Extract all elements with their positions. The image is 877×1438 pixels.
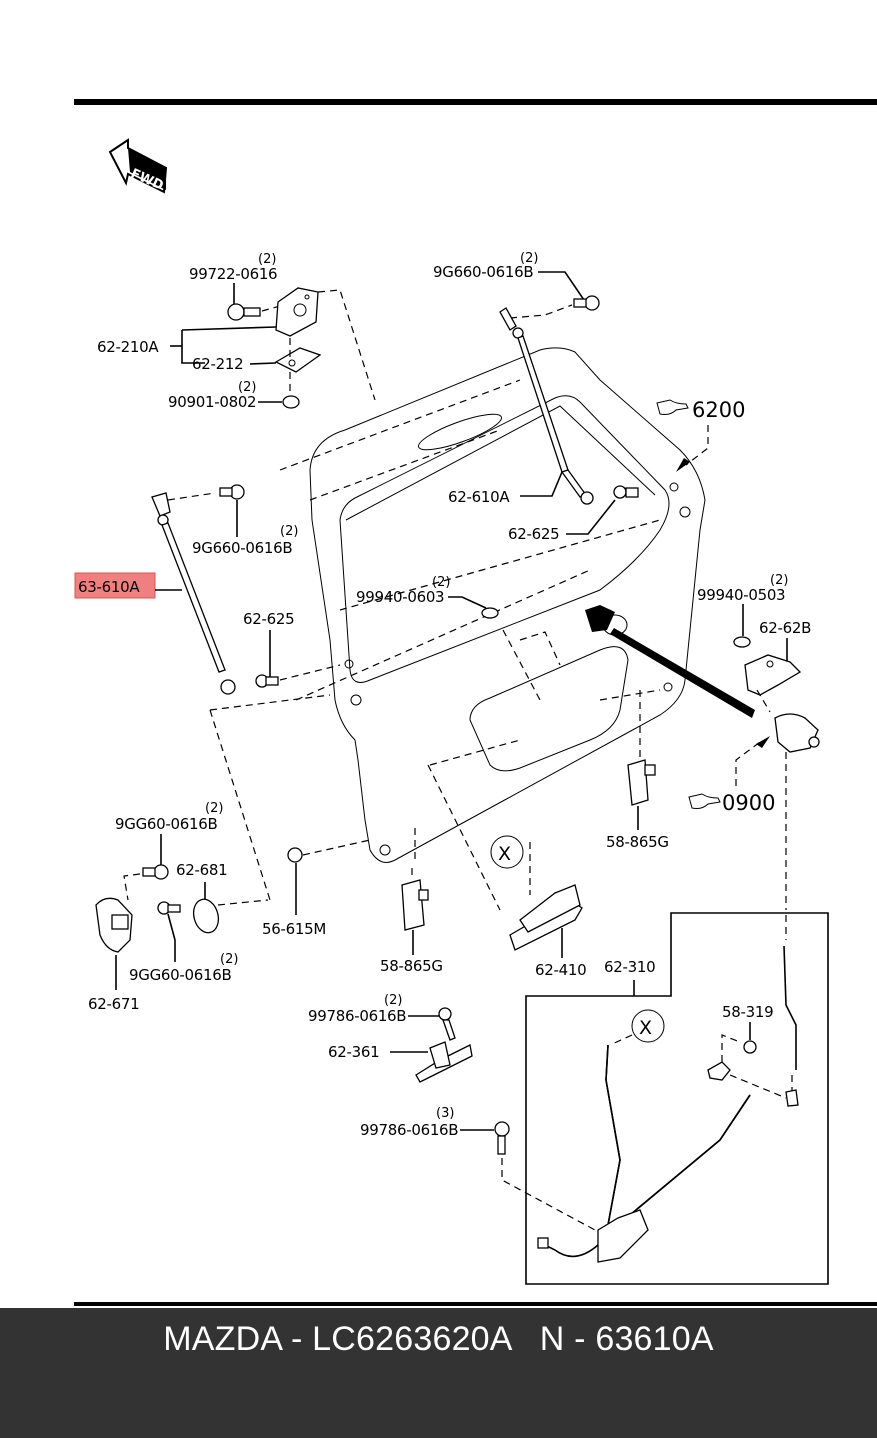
section-ref-6200[interactable]: 6200 — [656, 398, 745, 472]
label-99786-0616B-bottom: 99786-0616B — [360, 1121, 458, 1139]
section-ref-0900[interactable]: 0900 — [688, 791, 775, 815]
parts-diagram: FWD 6200 — [74, 99, 877, 1306]
inset-62-310: X 58-319 — [525, 912, 829, 1285]
gap — [511, 1320, 540, 1358]
lower-left-group: (2) 9GG60-0616B 62-681 (2) 9GG60-0616B 6… — [88, 801, 371, 1013]
pointing-hand-icon — [688, 793, 721, 809]
label-62-212: 62-212 — [192, 355, 243, 373]
label-62-210A: 62-210A — [97, 338, 159, 356]
label-99940-0603: 99940-0603 — [356, 588, 444, 606]
label-99786-0616B-top: 99786-0616B — [308, 1007, 406, 1025]
section-ref-6200-label: 6200 — [692, 398, 745, 422]
label-99722-0616: 99722-0616 — [189, 265, 277, 283]
label-58-865G-right: 58-865G — [606, 833, 669, 851]
connector-mark-x1: X — [498, 843, 511, 865]
label-62-62B: 62-62B — [759, 619, 811, 637]
label-62-625-right: 62-625 — [508, 525, 559, 543]
qty-99786-bottom: (3) — [436, 1106, 454, 1121]
section-ref-0900-label: 0900 — [722, 791, 775, 815]
label-58-319: 58-319 — [722, 1003, 773, 1021]
fwd-arrow-icon: FWD — [108, 138, 168, 194]
label-99940-0503: 99940-0503 — [697, 586, 785, 604]
qty-99786-top: (2) — [384, 993, 402, 1008]
bolt-group-99786: (2) 99786-0616B 62-361 (3) 99786-0616B — [308, 993, 596, 1231]
liftgate-panel — [279, 347, 755, 911]
footer-bar: MAZDA - LC6263620A N - 63610A — [0, 1308, 877, 1438]
bracket-58-865G-center: 58-865G — [380, 868, 443, 975]
separator: - — [281, 1320, 313, 1358]
n-label: N — [539, 1320, 565, 1358]
label-9GG60-0616B-bottom: 9GG60-0616B — [129, 966, 231, 984]
label-9G660-0616B-top: 9G660-0616B — [433, 263, 533, 281]
qty-9GG60-bottom: (2) — [220, 952, 238, 967]
latch-striker-group: (2) 99940-0503 62-62B — [697, 573, 820, 910]
label-90901-0802: 90901-0802 — [168, 393, 256, 411]
gas-strut-left: (2) 9G660-0616B 63-610A 62-625 — [74, 484, 341, 901]
label-62-410: 62-410 — [535, 961, 586, 979]
label-9G660-0616B-left: 9G660-0616B — [192, 539, 292, 557]
label-62-681: 62-681 — [176, 861, 227, 879]
bracket-58-865G-right: 58-865G — [606, 759, 669, 851]
connector-mark-x2: X — [639, 1017, 652, 1039]
hinge-assembly: (2) 99722-0616 62-210A 62-212 (2) 90901-… — [97, 252, 376, 411]
top-rule — [74, 99, 877, 105]
label-63-610A[interactable]: 63-610A — [78, 578, 141, 596]
qty-9GG60-top: (2) — [205, 801, 223, 816]
label-62-625-left: 62-625 — [243, 610, 294, 628]
qty-90901: (2) — [238, 380, 256, 395]
label-62-671: 62-671 — [88, 995, 139, 1013]
qty-9G660-top: (2) — [520, 251, 538, 266]
label-56-615M: 56-615M — [262, 920, 326, 938]
bottom-rule — [74, 1302, 877, 1306]
label-62-610A: 62-610A — [448, 488, 510, 506]
label-62-310: 62-310 — [604, 958, 655, 976]
qty-99722: (2) — [258, 252, 276, 267]
diagram-number: 63610A — [595, 1320, 714, 1358]
oem-part-number: LC6263620A — [312, 1320, 511, 1358]
pointing-hand-icon — [656, 399, 689, 415]
lamp-62-410: X 62-410 62-310 — [490, 835, 656, 996]
clip-99940-0603: (2) 99940-0603 — [356, 575, 499, 619]
label-58-865G-center: 58-865G — [380, 957, 443, 975]
emblem-recess — [418, 413, 502, 451]
separator: - — [564, 1320, 596, 1358]
qty-99940-0503: (2) — [770, 573, 788, 588]
qty-99940-0603: (2) — [432, 575, 450, 590]
qty-9G660-left: (2) — [280, 524, 298, 539]
highlight-63-610A — [74, 572, 156, 599]
brand-name: MAZDA — [163, 1320, 282, 1358]
part-caption: MAZDA - LC6263620A N - 63610A — [0, 1320, 877, 1359]
label-62-361: 62-361 — [328, 1043, 379, 1061]
gas-strut-right: (2) 9G660-0616B 62-610A 62-625 — [433, 251, 639, 543]
label-9GG60-0616B-top: 9GG60-0616B — [115, 815, 217, 833]
